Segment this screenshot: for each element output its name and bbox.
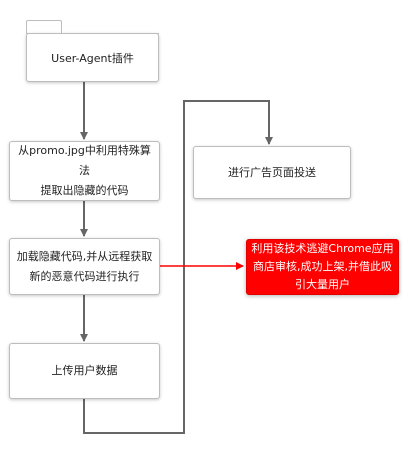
extract-hidden-code-node: 从promo.jpg中利用特殊算法 提取出隐藏的代码: [9, 141, 160, 201]
package-divider: [26, 33, 159, 34]
node-label: 从promo.jpg中利用特殊算法 提取出隐藏的代码: [18, 144, 151, 197]
ad-delivery-node: 进行广告页面投送: [193, 146, 351, 199]
node-label: User-Agent插件: [51, 51, 134, 65]
node-label: 加载隐藏代码,并从远程获取 新的恶意代码进行执行: [16, 249, 153, 283]
node-label: 进行广告页面投送: [228, 165, 316, 179]
load-remote-code-node: 加载隐藏代码,并从远程获取 新的恶意代码进行执行: [9, 238, 160, 295]
user-agent-plugin-node: User-Agent插件: [26, 33, 159, 82]
connector-upload-to-ads: [83, 100, 273, 434]
upload-user-data-node: 上传用户数据: [9, 343, 160, 399]
node-label: 上传用户数据: [51, 364, 118, 377]
package-tab: [26, 20, 62, 33]
evade-store-review-node: 利用该技术逃避Chrome应用 商店审核,成功上架,并借此吸 引大量用户: [246, 239, 399, 295]
node-label: 利用该技术逃避Chrome应用 商店审核,成功上架,并借此吸 引大量用户: [251, 242, 394, 291]
